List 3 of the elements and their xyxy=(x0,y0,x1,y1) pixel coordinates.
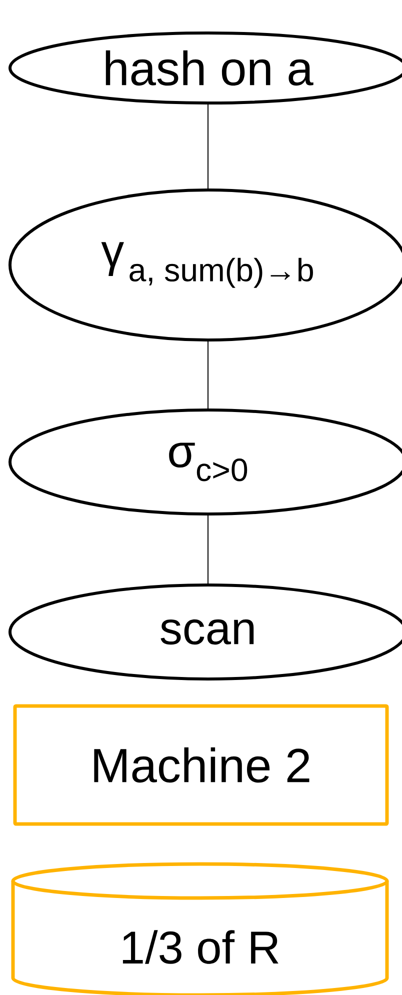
machine-box: Machine 2 xyxy=(13,704,389,826)
database-cylinder: 1/3 of R xyxy=(11,862,389,995)
node-label: 1/3 of R xyxy=(122,930,278,964)
